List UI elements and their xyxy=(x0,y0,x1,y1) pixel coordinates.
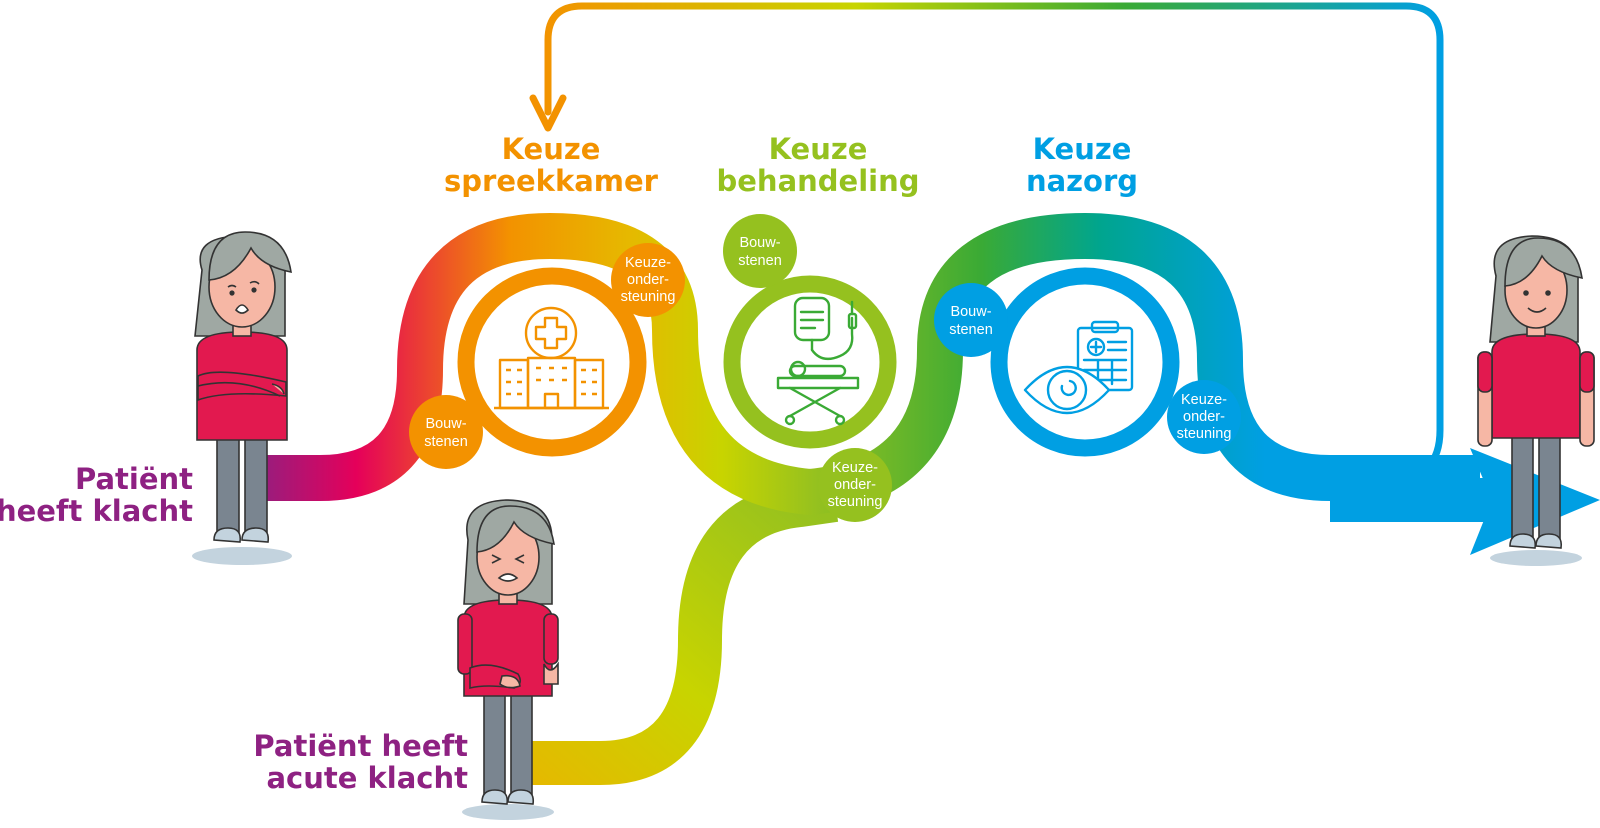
patient-complaint-line2: heeft klacht xyxy=(0,494,193,528)
stage2-keuzeondersteuning-bubble: Keuze- onder- steuning xyxy=(818,448,892,522)
patient-happy-figure xyxy=(1477,235,1595,566)
patient-acute-label: Patiënt heeft acute klacht xyxy=(253,729,468,795)
stage3-keuzeondersteuning-bubble: Keuze- onder- steuning xyxy=(1167,380,1241,454)
patient-acute-line2: acute klacht xyxy=(266,761,468,795)
stage3-bouwstenen-bubble: Bouw- stenen xyxy=(934,283,1008,357)
stage1-keuzeondersteuning-bubble: Keuze- onder- steuning xyxy=(611,243,685,317)
patient-complaint-label: Patiënt heeft klacht xyxy=(0,462,193,528)
bubble-text-line: Bouw- xyxy=(739,235,780,251)
stage1-title-line1: Keuze xyxy=(502,132,601,166)
bubble-text-line: Bouw- xyxy=(950,304,991,320)
stage1-title: Keuze spreekkamer xyxy=(444,132,659,198)
patient-pain-figure xyxy=(457,499,559,820)
bubble-text-line: onder- xyxy=(627,272,669,288)
stage1-title-line2: spreekkamer xyxy=(444,164,659,198)
stage2-title: Keuze behandeling xyxy=(717,132,920,198)
bubble-text-line: onder- xyxy=(834,477,876,493)
stage2-title-line2: behandeling xyxy=(717,164,920,198)
bubble-text-line: Bouw- xyxy=(425,416,466,432)
stage1-ring xyxy=(457,267,647,457)
main-care-pathway xyxy=(255,212,1480,516)
patient-worried-figure xyxy=(192,231,292,565)
bubble-text-line: onder- xyxy=(1183,409,1225,425)
acute-branch-path xyxy=(515,478,839,785)
bubble-text-line: Keuze- xyxy=(832,460,878,476)
bubble-text-line: Keuze- xyxy=(625,255,671,271)
bubble-text-line: steuning xyxy=(621,289,676,305)
bubble-text-line: Keuze- xyxy=(1181,392,1227,408)
end-arrow-shaft xyxy=(1330,478,1500,522)
bubble-text-line: steuning xyxy=(828,494,883,510)
stage2-title-line1: Keuze xyxy=(769,132,868,166)
stage2-ring xyxy=(723,275,897,449)
hospital-icon xyxy=(494,306,609,410)
stage3-title-line1: Keuze xyxy=(1033,132,1132,166)
stage2-bouwstenen-bubble: Bouw- stenen xyxy=(723,214,797,288)
stage3-ring xyxy=(990,267,1180,457)
eye-clipboard-icon xyxy=(1023,320,1134,415)
stretcher-iv-icon xyxy=(776,296,860,426)
stage3-title: Keuze nazorg xyxy=(1026,132,1138,198)
end-arrow-head xyxy=(1470,448,1600,555)
bubble-text-line: steuning xyxy=(1177,426,1232,442)
patient-acute-line1: Patiënt heeft xyxy=(253,729,468,763)
stage3-title-line2: nazorg xyxy=(1026,164,1138,198)
stage1-bouwstenen-bubble: Bouw- stenen xyxy=(409,395,483,469)
bubble-text-line: stenen xyxy=(738,253,782,269)
patient-complaint-line1: Patiënt xyxy=(75,462,193,496)
bubble-text-line: stenen xyxy=(424,434,468,450)
bubble-text-line: stenen xyxy=(949,322,993,338)
